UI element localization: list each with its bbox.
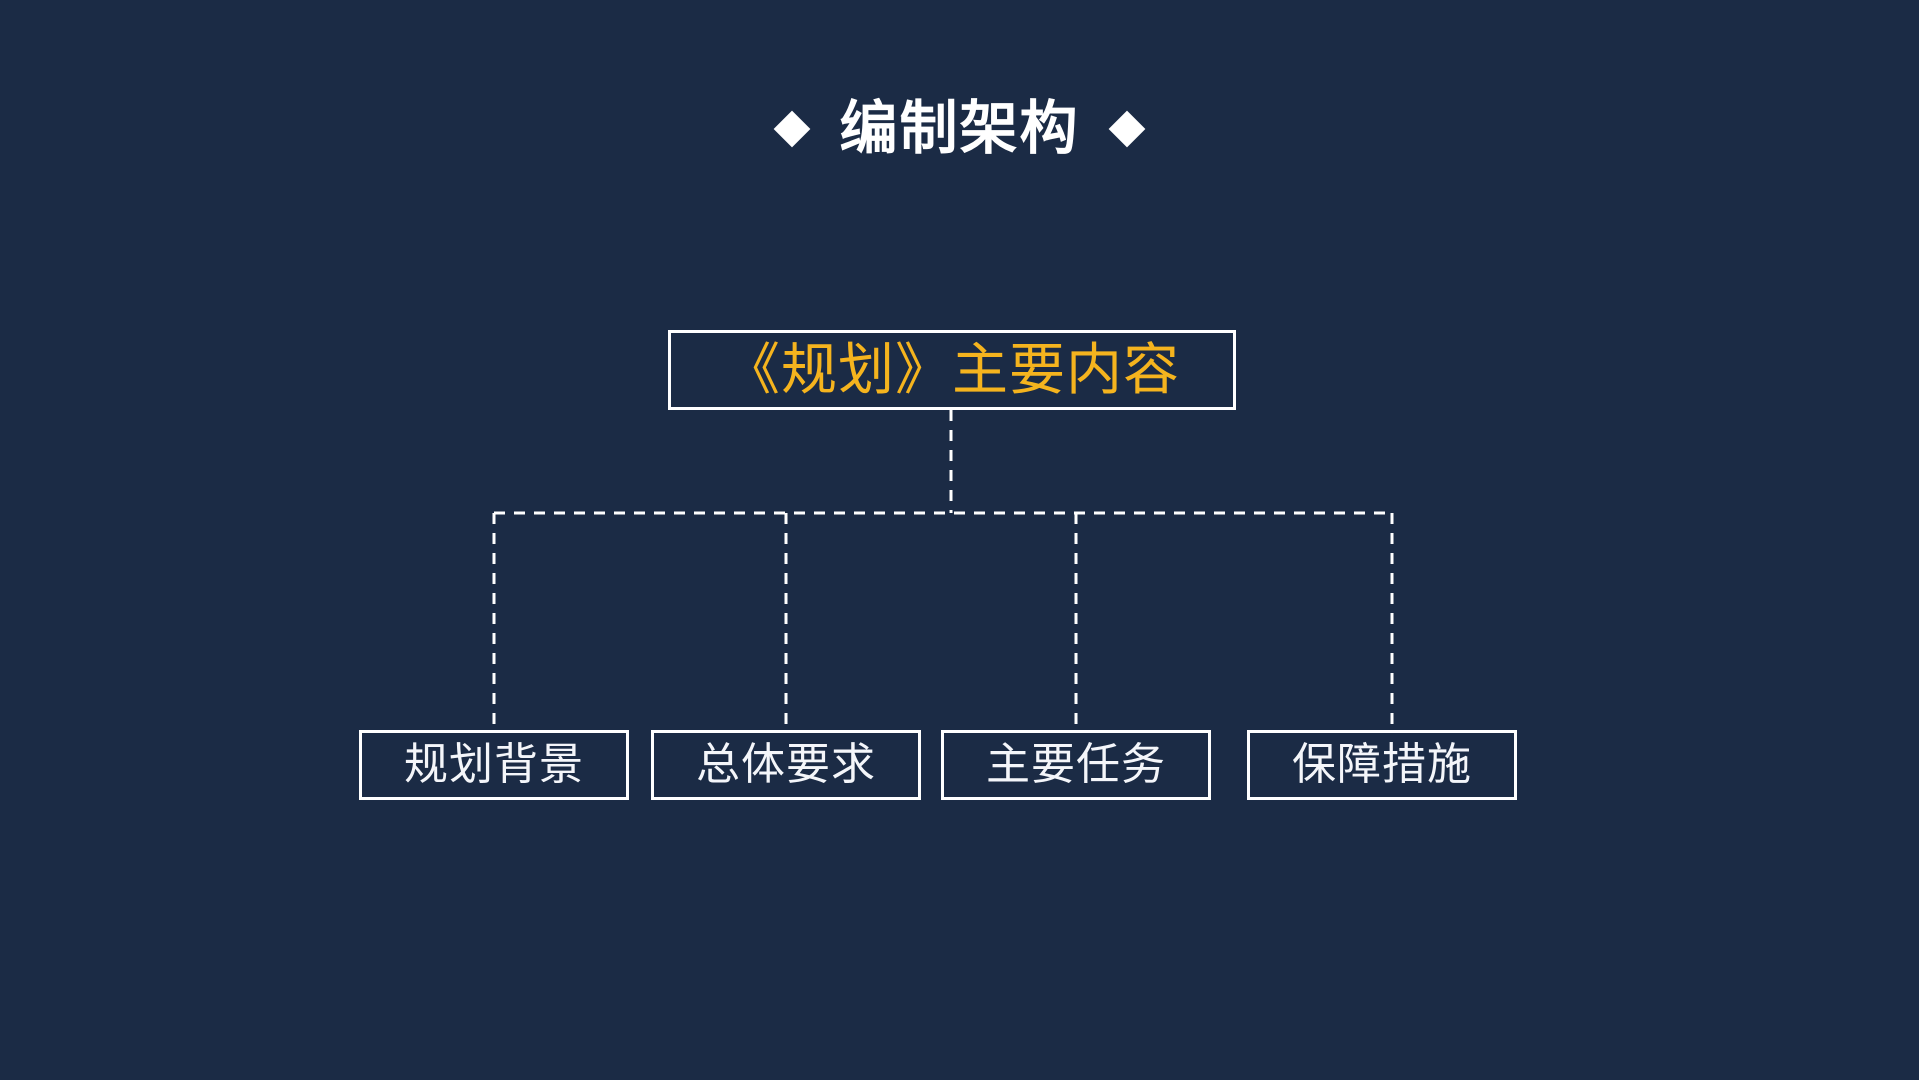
node-child-0[interactable]: 规划背景 [359,730,629,800]
diamond-icon-right [1108,110,1145,148]
node-root-label: 《规划》主要内容 [724,338,1180,401]
slide-title-row: 编制架构 [0,100,1919,158]
page-title: 编制架构 [839,96,1080,161]
node-child-2-label: 主要任务 [986,740,1166,789]
node-child-0-label: 规划背景 [404,740,584,789]
diamond-icon-left [774,110,811,148]
node-child-1[interactable]: 总体要求 [651,730,921,800]
node-child-3-label: 保障措施 [1292,740,1472,789]
node-root[interactable]: 《规划》主要内容 [668,330,1236,410]
node-child-2[interactable]: 主要任务 [941,730,1211,800]
node-child-1-label: 总体要求 [696,740,876,789]
node-child-3[interactable]: 保障措施 [1247,730,1517,800]
